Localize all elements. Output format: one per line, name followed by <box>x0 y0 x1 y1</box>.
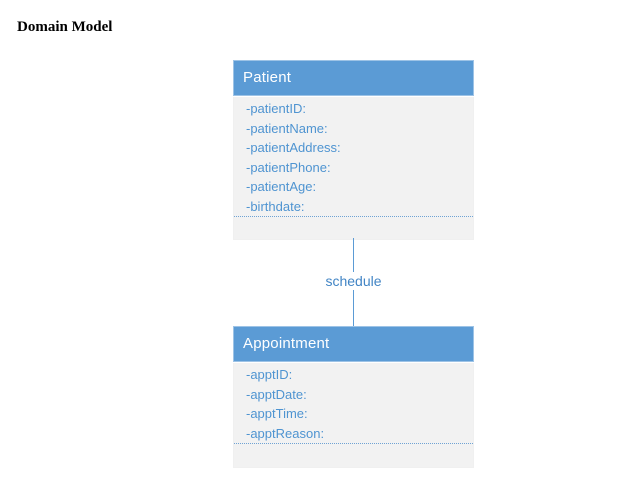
class-body-appointment: -apptID: -apptDate: -apptTime: -apptReason: <box>233 363 474 468</box>
class-attribute: -patientPhone: <box>246 159 331 175</box>
class-box-appointment: Appointment -apptID: -apptDate: -apptTime:… <box>233 326 474 468</box>
class-attribute: -apptReason: <box>246 425 325 441</box>
page-title: Domain Model <box>17 19 113 35</box>
attribute-list-patient: -patientID: -patientName: -patientAddress:… <box>234 97 473 217</box>
class-name-patient: Patient <box>243 69 292 86</box>
method-compartment-appointment <box>234 444 473 467</box>
association-label: schedule <box>318 272 389 290</box>
class-box-patient: Patient -patientID:-patientName:-patient… <box>233 60 474 240</box>
class-attribute: -birthdate: <box>246 198 305 214</box>
class-header-appointment: Appointment <box>233 326 474 362</box>
class-attribute: -patientID: <box>246 101 306 116</box>
method-compartment-patient <box>234 217 473 239</box>
attribute-list-appointment: -apptID: -apptDate: -apptTime: -apptReason: <box>234 363 473 444</box>
class-attribute: -apptID: <box>246 367 293 382</box>
association-label-wrap: schedule <box>233 272 474 291</box>
class-attribute: -patientName: <box>246 120 328 136</box>
class-attribute: -patientAge: <box>246 179 317 194</box>
class-attribute: -apptTime: <box>246 406 308 421</box>
class-attribute: -apptDate: <box>246 386 307 402</box>
class-name-appointment: Appointment <box>243 335 330 352</box>
class-attribute: -patientAddress: <box>246 140 341 155</box>
class-body-patient: -patientID: -patientName: -patientAddress:… <box>233 97 474 240</box>
class-header-patient: Patient <box>233 60 474 96</box>
